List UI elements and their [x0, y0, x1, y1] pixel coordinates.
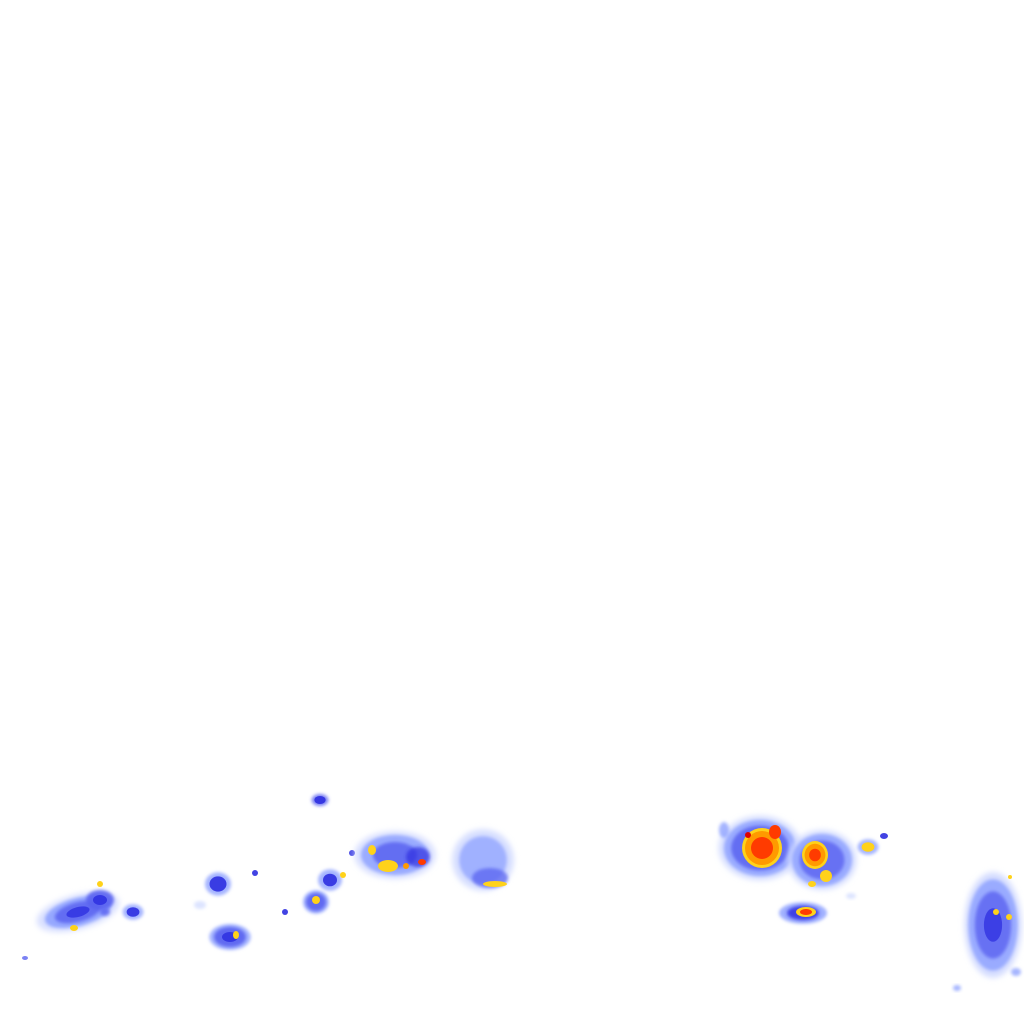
- cell-i-3-layer-0: [953, 985, 961, 991]
- echo-cells: [22, 794, 1022, 991]
- cell-c-core-2-layer-0: [368, 845, 376, 855]
- cell-west-core-2-layer-0: [97, 881, 103, 887]
- cell-i-1-layer-3: [983, 908, 1003, 942]
- cell-h-3-layer-0: [846, 893, 856, 899]
- cell-b-4-layer-0: [340, 872, 346, 878]
- cell-f-core-1-layer-2: [809, 848, 821, 862]
- cell-b-core-layer-0: [312, 896, 320, 904]
- cell-west-5-layer-0: [22, 956, 28, 960]
- cell-a-core-layer-0: [233, 931, 239, 939]
- cell-e-core-2-layer-0: [769, 825, 781, 839]
- cell-b-3-layer-1: [323, 873, 337, 887]
- cell-e-edge-layer-0: [719, 822, 729, 838]
- cell-west-1-layer-3: [66, 906, 90, 918]
- cell-i-core-3-layer-0: [1008, 875, 1012, 879]
- cell-a-1-layer-1: [209, 876, 227, 892]
- cell-west-4-layer-0: [100, 908, 110, 916]
- cell-h-2-layer-0: [880, 833, 888, 839]
- cell-b-5-layer-0: [349, 850, 355, 856]
- cell-a-5-layer-0: [282, 909, 288, 915]
- cell-c-core-4-layer-0: [403, 863, 409, 869]
- cell-f-core-2-layer-0: [820, 870, 832, 882]
- cell-i-core-2-layer-0: [1006, 914, 1012, 920]
- cell-i-2-layer-0: [1011, 968, 1021, 976]
- cell-west-3-layer-1: [126, 907, 140, 917]
- cell-west-core-layer-0: [70, 925, 78, 931]
- cell-d-core-layer-0: [483, 881, 507, 887]
- cell-west-2-layer-1: [93, 895, 107, 905]
- cell-c-2-layer-0: [406, 847, 430, 867]
- cell-g-core-layer-1: [800, 909, 812, 915]
- cell-e-core-1-layer-2: [751, 837, 773, 859]
- cell-c-core-3-layer-0: [418, 859, 426, 865]
- cell-a-3-layer-0: [252, 870, 258, 876]
- cell-f-core-3-layer-0: [808, 881, 816, 887]
- cell-h-1-layer-1: [861, 842, 875, 852]
- cell-i-core-1-layer-0: [993, 909, 999, 915]
- cell-c-core-1-layer-0: [378, 860, 398, 872]
- cell-b-1-layer-1: [314, 796, 326, 804]
- cell-e-core-3-layer-0: [745, 832, 751, 838]
- cell-a-4-layer-0: [194, 901, 206, 909]
